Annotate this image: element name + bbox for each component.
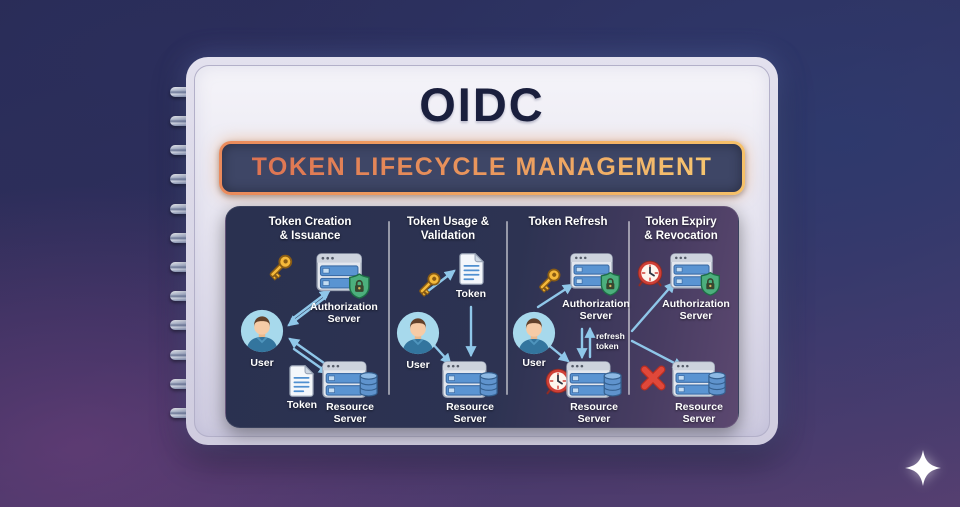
- column-title: Token Refresh: [528, 216, 608, 228]
- user-label: User: [406, 359, 430, 371]
- resource-server-label: Resource Server: [326, 401, 374, 426]
- authorization-server-label: Authorization Server: [662, 298, 730, 323]
- authorization-server-label: Authorization Server: [562, 298, 630, 323]
- user-label: User: [522, 357, 546, 369]
- diagram-token-creation: Authorization Server User Token Resource…: [232, 245, 388, 427]
- token-document-icon: [458, 253, 485, 285]
- column-token-usage: Token Usage & Validation Token User: [390, 215, 506, 427]
- authorization-server-icon: [670, 253, 722, 296]
- column-divider: [628, 221, 630, 395]
- token-label: Token: [286, 399, 318, 411]
- diagram-token-refresh: Authorization Server User refresh token …: [508, 245, 630, 427]
- column-divider: [506, 221, 508, 395]
- lifecycle-panel: Token Creation & Issuance Authorization …: [225, 206, 739, 428]
- page-title: OIDC: [419, 78, 545, 131]
- resource-server-icon: [672, 361, 726, 401]
- resource-server-icon: [566, 361, 622, 402]
- revoked-x-icon: [638, 363, 668, 393]
- flow-arrows: [426, 269, 477, 365]
- column-title: Token Usage & Validation: [406, 216, 490, 243]
- banner-text: TOKEN LIFECYCLE MANAGEMENT: [251, 153, 713, 181]
- flow-arrows: [287, 289, 331, 375]
- notebook-page: OIDC TOKEN LIFECYCLE MANAGEMENT Token Cr…: [194, 65, 770, 437]
- banner: TOKEN LIFECYCLE MANAGEMENT: [218, 141, 746, 195]
- column-title: Token Creation & Issuance: [268, 216, 352, 243]
- user-avatar-icon: [396, 311, 440, 355]
- diagram-token-expiry: Authorization Server Resource Server: [630, 245, 732, 427]
- column-title: Token Expiry & Revocation: [644, 216, 718, 243]
- diagram-token-usage: Token User Resource Server: [390, 245, 506, 427]
- column-token-creation: Token Creation & Issuance Authorization …: [232, 215, 388, 427]
- refresh-token-label: refresh token: [596, 331, 625, 352]
- flow-arrows: [630, 281, 684, 369]
- key-icon: [532, 265, 564, 297]
- authorization-server-icon: [316, 253, 372, 299]
- user-label: User: [250, 357, 274, 369]
- user-avatar-icon: [512, 311, 556, 355]
- column-token-expiry: Token Expiry & Revocation Authorization …: [630, 215, 732, 427]
- column-divider: [388, 221, 390, 395]
- resource-server-label: Resource Server: [446, 401, 494, 426]
- notebook-card: OIDC TOKEN LIFECYCLE MANAGEMENT Token Cr…: [186, 57, 778, 445]
- column-token-refresh: Token Refresh Authorization Server User: [508, 215, 630, 427]
- key-icon: [412, 269, 444, 301]
- resource-server-label: Resource Server: [675, 401, 723, 426]
- token-label: Token: [455, 288, 487, 300]
- expiry-clock-icon: [636, 259, 664, 287]
- resource-server-icon: [322, 361, 378, 402]
- authorization-server-label: Authorization Server: [310, 301, 378, 326]
- authorization-server-icon: [570, 253, 622, 296]
- resource-server-label: Resource Server: [570, 401, 618, 426]
- sparkle-logo-icon: [905, 450, 941, 486]
- resource-server-icon: [442, 361, 498, 402]
- user-avatar-icon: [240, 309, 284, 353]
- key-icon: [262, 251, 296, 285]
- token-document-icon: [288, 365, 315, 397]
- banner-inner: TOKEN LIFECYCLE MANAGEMENT: [221, 144, 743, 192]
- flow-arrows: [536, 283, 596, 363]
